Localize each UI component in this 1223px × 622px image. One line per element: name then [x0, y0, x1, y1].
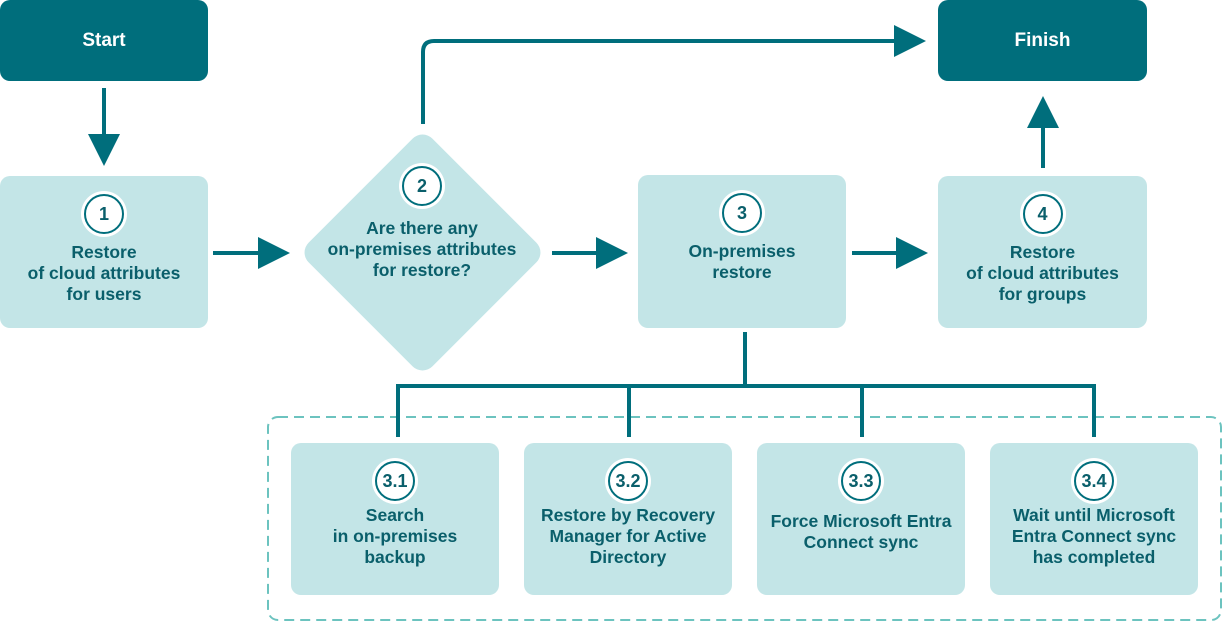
step2-decision-node: 2 Are there any on-premises attributes f… — [298, 166, 546, 281]
arrow-step2-to-finish — [421, 25, 926, 124]
step3-4-label: Wait until Microsoft Entra Connect sync … — [1011, 505, 1177, 567]
step4-number-badge: 4 — [1022, 194, 1063, 234]
step3-2-label: Restore by Recovery Manager for Active D… — [540, 505, 716, 567]
step3-4-number-badge: 3.4 — [1074, 461, 1114, 501]
step1-label: Restore of cloud attributes for users — [27, 242, 181, 304]
step3-3-label: Force Microsoft Entra Connect sync — [770, 511, 952, 552]
step3-1-number-badge: 3.1 — [375, 461, 415, 501]
step3-3-node: 3.3 Force Microsoft Entra Connect sync — [757, 443, 965, 595]
step3-node: 3 On-premises restore — [638, 175, 846, 328]
step4-node: 4 Restore of cloud attributes for groups — [938, 176, 1147, 328]
step4-label: Restore of cloud attributes for groups — [966, 242, 1119, 304]
step3-number-badge: 3 — [722, 193, 762, 233]
finish-label: Finish — [1014, 29, 1071, 51]
step3-4-node: 3.4 Wait until Microsoft Entra Connect s… — [990, 443, 1198, 595]
step3-label: On-premises restore — [688, 241, 796, 282]
step3-2-node: 3.2 Restore by Recovery Manager for Acti… — [524, 443, 732, 595]
step2-number-badge: 2 — [402, 166, 442, 206]
step3-2-number-badge: 3.2 — [608, 461, 648, 501]
step1-node: 1 Restore of cloud attributes for users — [0, 176, 208, 328]
start-label: Start — [82, 29, 126, 51]
step3-substeps-tree — [396, 332, 1096, 437]
start-node: Start — [0, 0, 208, 81]
step3-1-label: Search in on-premises backup — [332, 505, 458, 567]
step1-number-badge: 1 — [84, 194, 124, 234]
step3-1-node: 3.1 Search in on-premises backup — [291, 443, 499, 595]
step3-3-number-badge: 3.3 — [841, 461, 881, 501]
substeps-group-frame — [267, 416, 1222, 621]
finish-node: Finish — [938, 0, 1147, 81]
step2-label: Are there any on-premises attributes for… — [327, 218, 517, 280]
decision-diamond-shape — [304, 134, 541, 371]
